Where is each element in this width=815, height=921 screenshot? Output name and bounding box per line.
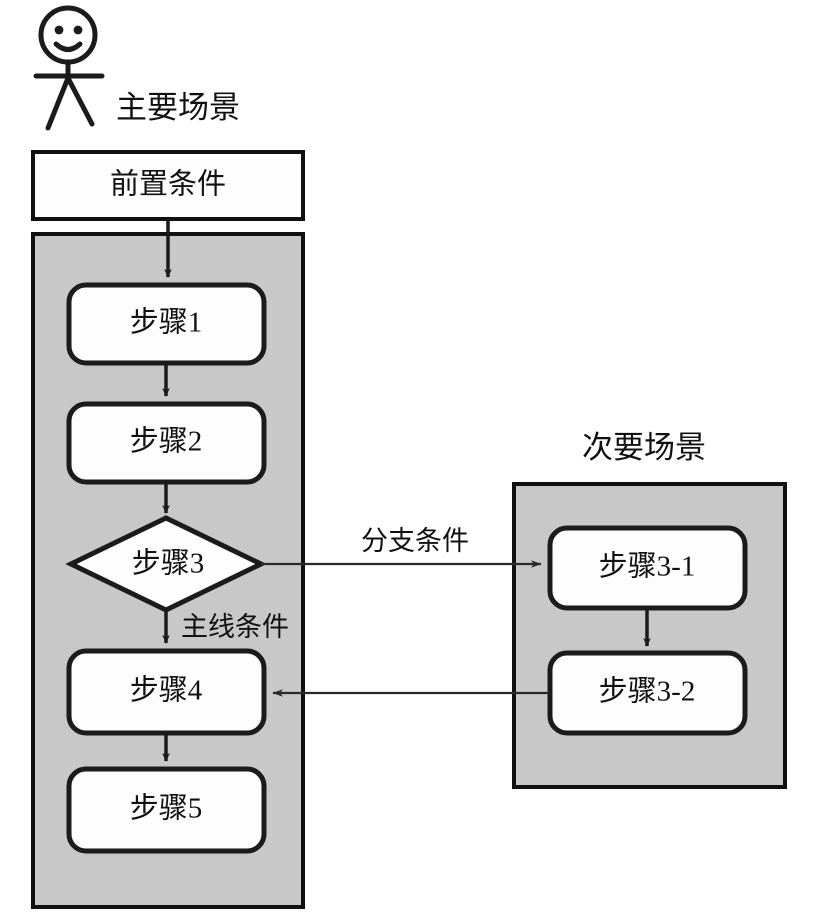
precondition-label: 前置条件	[110, 168, 226, 201]
node-step2-label: 步骤2	[130, 425, 203, 458]
node-step5[interactable]	[66, 766, 267, 854]
node-step4-label: 步骤4	[130, 674, 203, 707]
node-step5-label: 步骤5	[130, 792, 203, 825]
node-step3-label: 步骤3	[132, 547, 205, 580]
node-step1-label: 步骤1	[130, 306, 203, 339]
node-step3-1-label: 步骤3-1	[599, 550, 696, 583]
stick-figure-actor-icon	[33, 5, 105, 131]
main-scenario-title: 主要场景	[116, 90, 240, 125]
node-step3-2-label: 步骤3-2	[599, 675, 696, 708]
secondary-scenario-title: 次要场景	[582, 430, 706, 465]
precondition-box[interactable]	[31, 150, 305, 221]
edge-label-branch-condition: 分支条件	[361, 526, 469, 556]
edge-label-mainline-condition: 主线条件	[181, 612, 289, 642]
